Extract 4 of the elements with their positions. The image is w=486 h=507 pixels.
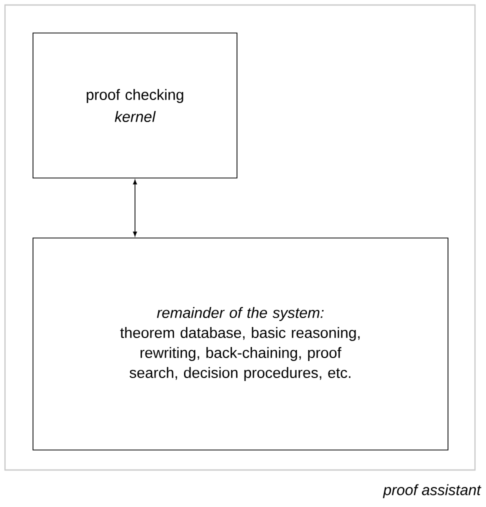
frame-label: proof assistant: [382, 484, 482, 498]
component-box: proof checking kernel: [32, 32, 238, 178]
component-box: remainder of the system: theorem database, basic reasoning, rewriting, back-chaining, proof search, decision procedures, etc.: [32, 238, 448, 450]
arrow: [133, 180, 137, 236]
